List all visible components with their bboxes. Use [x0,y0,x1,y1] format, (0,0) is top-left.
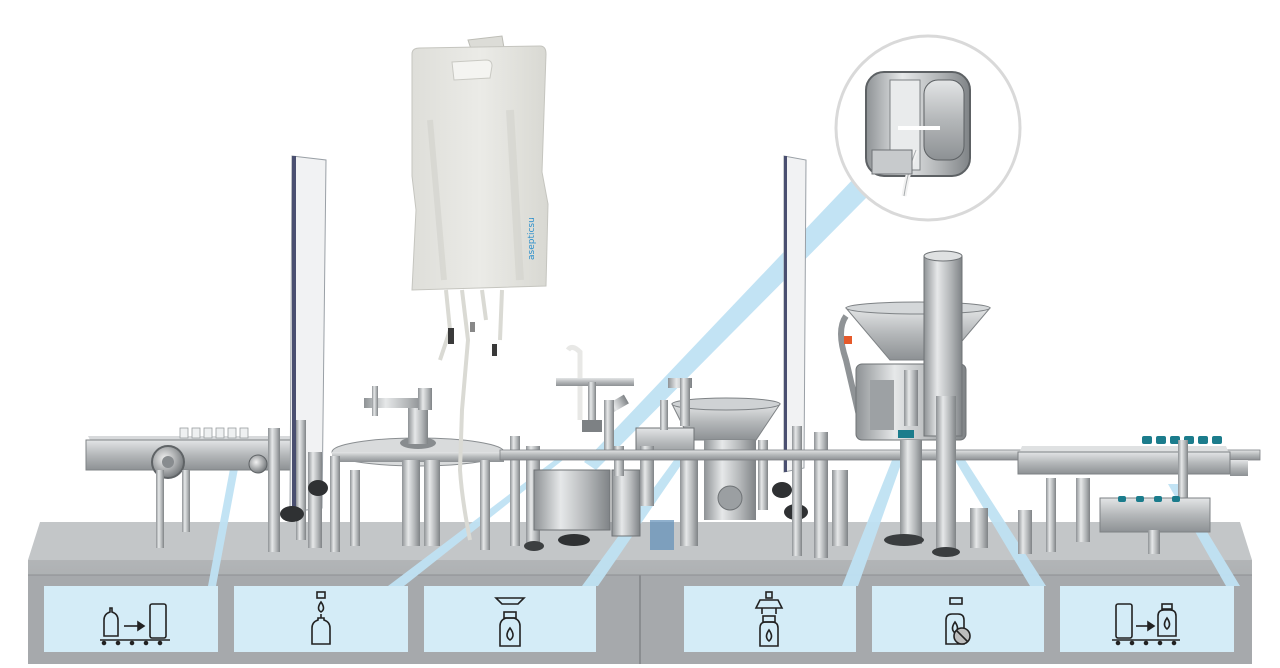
filling-station [510,344,641,551]
vial-to-container-icon [100,603,170,646]
process-step-panels [44,586,1234,652]
pump-callout [834,34,1022,222]
guard-pillar-left [280,155,328,548]
cap-hopper [838,301,992,441]
bag-brand-label: asepticsu [527,217,537,260]
cap-tower [884,250,988,557]
step-panel-infeed [44,586,218,652]
guard-pillar-right [783,155,848,558]
step-panel-crimping [872,586,1044,652]
stopper-on-vial-icon [494,597,526,647]
step-panel-capping [684,586,856,652]
cap-crimp-icon [945,597,971,645]
outfeed-tray [1017,436,1231,554]
peristaltic-pump-icon [865,71,971,197]
infeed-conveyor [85,427,299,552]
step-panel-outfeed [1060,586,1234,652]
drop-into-vial-icon [311,591,331,645]
cap-placement-icon [754,591,784,647]
step-panel-stoppering [424,586,596,652]
container-to-vial-icon [1112,603,1180,646]
iv-bag: asepticsu [411,35,549,541]
main-rail [499,449,1261,476]
step-panel-filling [234,586,408,652]
